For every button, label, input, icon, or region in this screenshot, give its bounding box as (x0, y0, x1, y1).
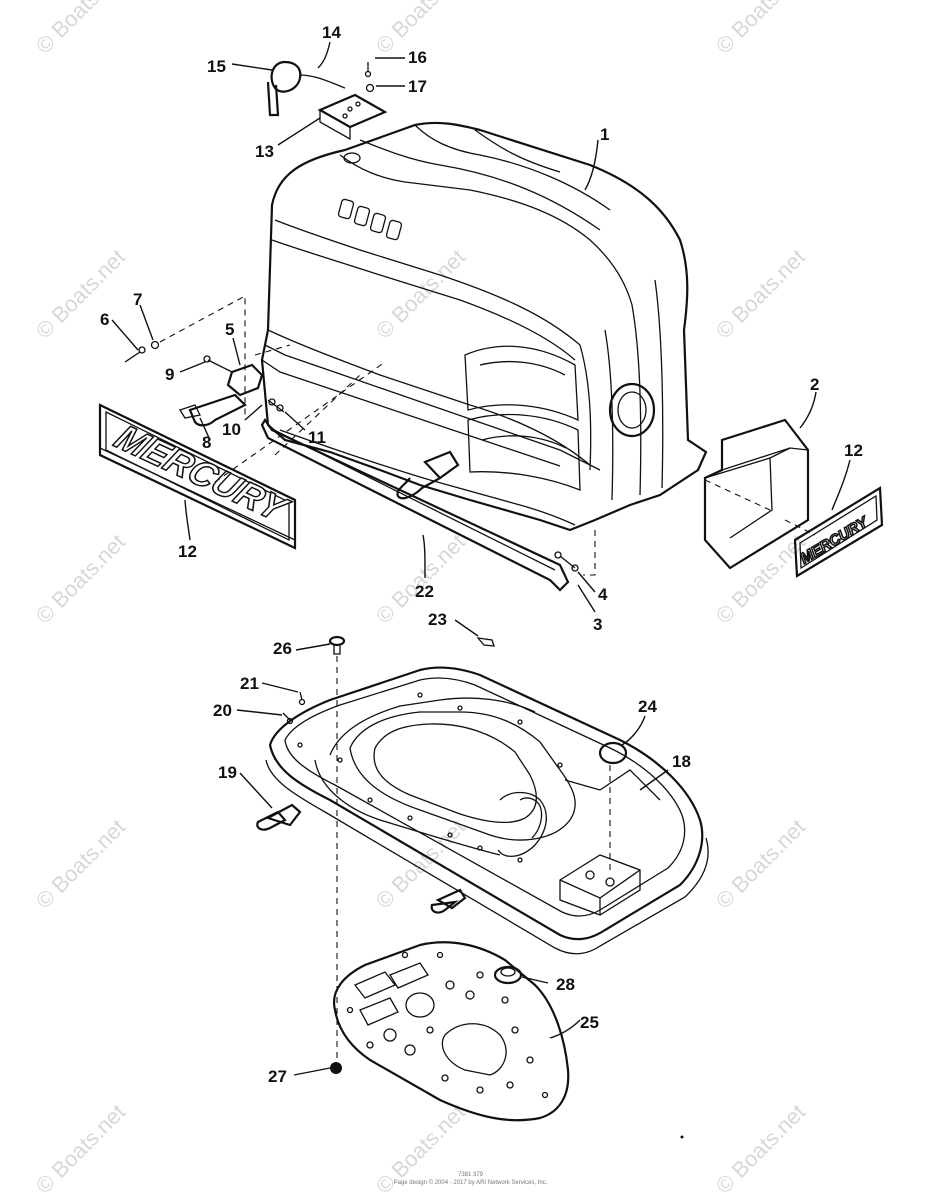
callout-14: 14 (322, 23, 341, 42)
callout-18: 18 (672, 752, 691, 771)
lower-latches (256, 803, 467, 914)
callout-16: 16 (408, 48, 427, 67)
watermark: © Boats.net (31, 529, 130, 628)
watermark: © Boats.net (31, 244, 130, 343)
stray-mark (680, 1135, 684, 1139)
watermark: © Boats.net (371, 529, 470, 628)
cable-assembly (266, 60, 388, 141)
callout-12-left: 12 (178, 542, 197, 561)
callout-22: 22 (415, 582, 434, 601)
footer-code: 7381 379 (457, 1172, 484, 1178)
callout-leaders (111, 41, 851, 1076)
callout-labels: 1 2 3 4 5 6 7 8 9 10 11 12 12 13 14 15 1… (100, 23, 863, 1086)
callout-19: 19 (218, 763, 237, 782)
mercury-decal-large: MERCURY (98, 403, 298, 550)
callout-10: 10 (222, 420, 241, 439)
watermark: © Boats.net (31, 0, 130, 59)
side-pad (703, 418, 810, 570)
callout-9: 9 (165, 365, 174, 384)
fastener-26 (328, 635, 346, 655)
alignment-lines-lower (336, 656, 611, 1062)
screws-20-21 (282, 691, 306, 725)
callout-6: 6 (100, 310, 109, 329)
top-cowl (260, 121, 708, 532)
callout-4: 4 (598, 585, 608, 604)
watermark: © Boats.net (711, 0, 810, 59)
callout-24: 24 (638, 697, 657, 716)
callout-27: 27 (268, 1067, 287, 1086)
watermark: © Boats.net (711, 244, 810, 343)
callout-28: 28 (556, 975, 575, 994)
seal-strip (260, 417, 570, 592)
grommet-28 (493, 965, 523, 985)
callout-7: 7 (133, 290, 142, 309)
callout-1: 1 (600, 125, 609, 144)
alignment-lines-upper (159, 295, 816, 576)
screws-6-7 (124, 340, 160, 363)
bottom-cowl (265, 666, 709, 955)
callout-8: 8 (202, 433, 211, 452)
callout-15: 15 (207, 57, 226, 76)
latch-assembly (179, 355, 285, 427)
callout-11: 11 (308, 428, 326, 447)
callout-13: 13 (255, 142, 274, 161)
callout-12-right: 12 (844, 441, 863, 460)
watermark: © Boats.net (371, 814, 470, 913)
callout-17: 17 (408, 77, 427, 96)
footer-copyright: Page design © 2004 - 2017 by ARI Network… (393, 1180, 548, 1186)
callout-5: 5 (225, 320, 234, 339)
nut-27 (330, 1062, 342, 1074)
callout-21: 21 (240, 674, 259, 693)
callout-25: 25 (580, 1013, 599, 1032)
watermark: © Boats.net (31, 814, 130, 913)
callout-2: 2 (810, 375, 819, 394)
hardware-3-4-23 (476, 551, 579, 647)
watermark: © Boats.net (371, 244, 470, 343)
watermark: © Boats.net (711, 814, 810, 913)
callout-26: 26 (273, 639, 292, 658)
plug-24 (598, 741, 628, 765)
callout-3: 3 (593, 615, 602, 634)
callout-23: 23 (428, 610, 447, 629)
callout-20: 20 (213, 701, 232, 720)
mounting-plate (332, 941, 570, 1122)
